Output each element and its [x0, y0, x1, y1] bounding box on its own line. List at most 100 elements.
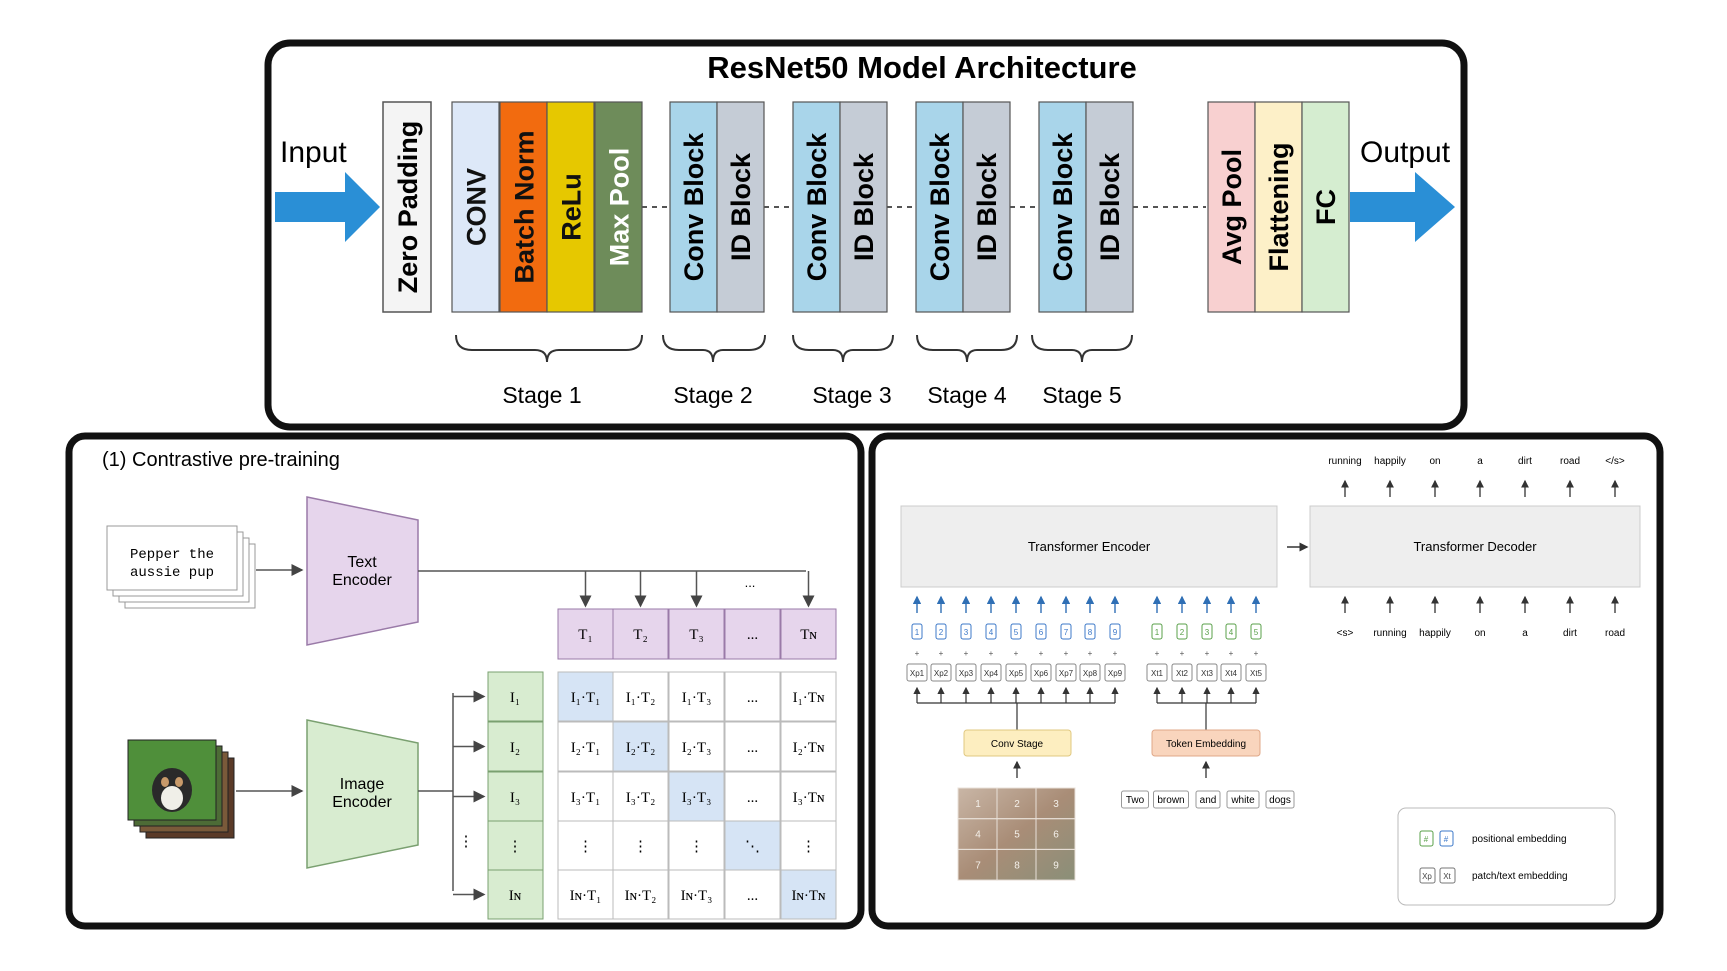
- text-card-stack: Pepper the aussie pup: [106, 525, 256, 609]
- matrix-cell-label: ...: [747, 790, 758, 806]
- i-header-label: I₁: [510, 690, 520, 706]
- patch-token-label: Xp1: [910, 669, 925, 678]
- matrix-cell-label: ...: [747, 740, 758, 756]
- matrix-cell-label: I₁·T₂: [626, 690, 656, 706]
- matrix-cell: [724, 771, 781, 822]
- zero-padding-label: Zero Padding: [393, 121, 423, 294]
- clip-title: (1) Contrastive pre-training: [102, 449, 340, 471]
- matrix-cell-label: I₃·T₃: [682, 790, 712, 806]
- matrix-cell-label: I₂·T₁: [571, 740, 601, 756]
- matrix-cell-label: Iɴ·Tɴ: [791, 888, 826, 904]
- image-grid-number: 1: [975, 799, 981, 810]
- patch-plus-sign: +: [1113, 649, 1118, 658]
- matrix-cell-diagonal: [724, 820, 781, 871]
- id-block-3: [839, 101, 888, 313]
- output-token: </s>: [1605, 456, 1625, 467]
- id-block-label: ID Block: [726, 152, 756, 261]
- matrix-cell: [612, 671, 669, 722]
- patch-token-box: [930, 663, 952, 682]
- patch-token-label: Xp4: [984, 669, 999, 678]
- patch-plus-sign: +: [939, 649, 944, 658]
- input-word-box: [1121, 790, 1149, 809]
- patch-pos-label: 8: [1088, 628, 1093, 637]
- patch-pos-label: 9: [1113, 628, 1118, 637]
- matrix-cell: [668, 820, 725, 871]
- decoder-input-token: running: [1373, 628, 1406, 639]
- t-header-cell: [557, 608, 614, 660]
- text-emb-token-box: [1196, 663, 1218, 682]
- image-grid-number: 6: [1053, 830, 1059, 841]
- matrix-cell-label: Iɴ·T₃: [681, 888, 713, 904]
- text-emb-pos-box: [1250, 623, 1262, 640]
- patch-plus-sign: +: [964, 649, 969, 658]
- image-stack: [127, 739, 235, 839]
- matrix-cell-diagonal: [557, 671, 614, 722]
- image-grid-cell: [1035, 848, 1076, 881]
- stage1-block-label: ReLu: [557, 173, 587, 241]
- matrix-cell: [780, 771, 837, 822]
- patch-pos-box: [1010, 623, 1022, 640]
- output-token: a: [1477, 456, 1483, 467]
- patch-token-label: Xp5: [1009, 669, 1024, 678]
- patch-pos-label: 2: [939, 628, 944, 637]
- decoder-input-token: road: [1605, 628, 1625, 639]
- matrix-cell-diagonal: [612, 721, 669, 772]
- conv-block-3: [792, 101, 841, 313]
- token-embedding-box: [1151, 729, 1261, 757]
- text-emb-token-box: [1245, 663, 1267, 682]
- patch-token-label: Xp9: [1108, 669, 1123, 678]
- zero-padding-block: [382, 101, 432, 313]
- input-word-box: [1195, 790, 1221, 809]
- t-header-cell: [724, 608, 781, 660]
- input-word-box: [1265, 790, 1295, 809]
- conv-stage-box: [963, 729, 1072, 757]
- decoder-input-token: dirt: [1563, 628, 1577, 639]
- t-header-cell: [780, 608, 837, 660]
- image-grid-number: 9: [1053, 860, 1059, 871]
- matrix-cell-label: ⋮: [801, 839, 816, 855]
- patch-plus-sign: +: [1039, 649, 1044, 658]
- transformer-encoder-label: Transformer Encoder: [1028, 539, 1151, 554]
- legend-text-glyph: Xt: [1443, 872, 1451, 881]
- text-emb-plus-sign: +: [1205, 649, 1210, 658]
- matrix-cell: [724, 721, 781, 772]
- output-label: Output: [1360, 136, 1451, 169]
- output-token: running: [1328, 456, 1361, 467]
- t-header-label: Tɴ: [800, 627, 817, 643]
- i-header-label: ⋮: [508, 839, 523, 855]
- legend-pos-green-icon: [1419, 830, 1434, 847]
- matrix-cell-label: I₂·Tɴ: [793, 740, 825, 756]
- patch-token-box: [955, 663, 977, 682]
- stage1-block-1: [451, 101, 500, 313]
- stage1-block-2: [499, 101, 548, 313]
- transformer-encoder-block: [900, 505, 1278, 588]
- patch-pos-box: [1109, 623, 1121, 640]
- matrix-cell-label: I₃·T₁: [571, 790, 601, 806]
- matrix-cell: [780, 671, 837, 722]
- stage-label: Stage 2: [673, 382, 752, 408]
- patch-embeddings: 1+Xp12+Xp23+Xp34+Xp45+Xp56+Xp67+Xp78+Xp8…: [906, 595, 1126, 730]
- text-card: [106, 525, 238, 591]
- patch-pos-box: [935, 623, 947, 640]
- matrix-cell-label: ⋮: [633, 839, 648, 855]
- text-emb-plus-sign: +: [1229, 649, 1234, 658]
- i-header-cell: [487, 671, 544, 722]
- patch-token-box: [1055, 663, 1077, 682]
- text-emb-pos-box: [1176, 623, 1188, 640]
- input-word-box: [1153, 790, 1189, 809]
- patch-plus-sign: +: [1088, 649, 1093, 658]
- input-arrow-icon: [275, 172, 380, 242]
- t-drop-arrows: [579, 571, 815, 608]
- text-emb-pos-box: [1151, 623, 1163, 640]
- legend-pos-green-glyph: #: [1424, 835, 1429, 844]
- matrix-cell-label: I₂·T₂: [626, 740, 656, 756]
- matrix-cell-label: ⋮: [689, 839, 704, 855]
- legend-pos-label: positional embedding: [1472, 834, 1567, 845]
- matrix-cell-label: Iɴ·T₁: [570, 888, 602, 904]
- head-block-3: [1301, 101, 1350, 313]
- stage-braces: [455, 334, 1133, 363]
- patch-token-label: Xp3: [959, 669, 974, 678]
- matrix-cell-label: I₂·T₃: [682, 740, 712, 756]
